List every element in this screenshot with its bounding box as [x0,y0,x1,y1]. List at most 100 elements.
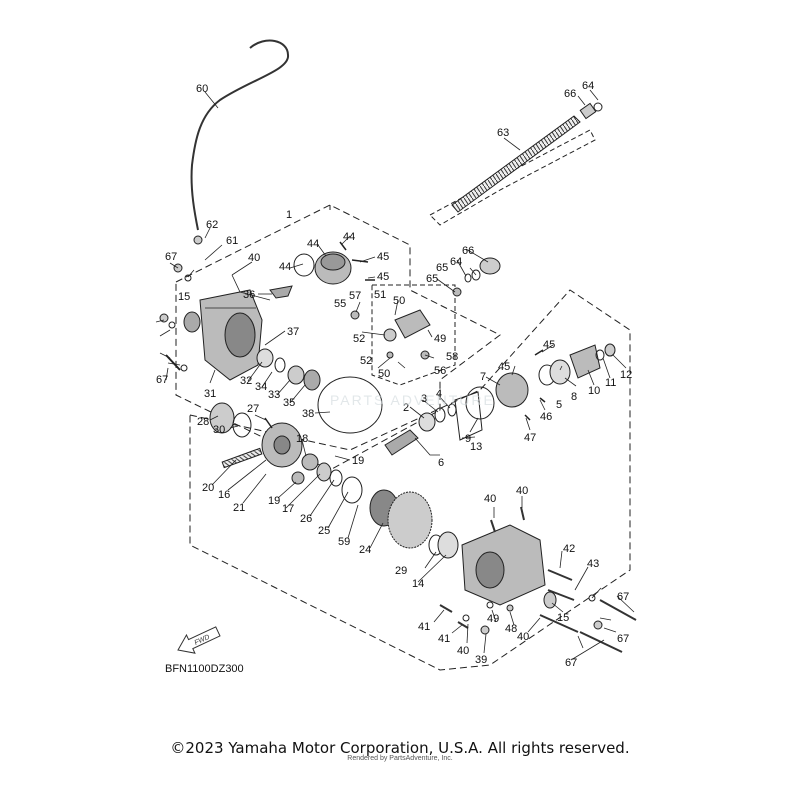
callout-8: 8 [571,391,577,403]
callout-9: 9 [465,433,471,445]
cable-part [190,39,289,231]
bearing-set-part [256,348,321,391]
callout-45: 45 [543,339,555,351]
callout-27: 29 [395,565,407,577]
callout-65: 67 [617,591,629,603]
callout-4: 4 [436,388,442,400]
callout-10: 10 [588,385,600,397]
callout-44: 45 [377,251,389,263]
callout-38: 40 [457,645,469,657]
right-seal-part [543,591,557,609]
upper-housing-part [293,251,352,285]
callout-39: 40 [248,252,260,264]
callout-29: 31 [204,388,216,400]
callout-31: 33 [268,389,280,401]
sub-outlines [371,129,596,386]
small-bolts-part [264,241,546,429]
callout-17: 17 [282,503,294,515]
callout-51: 52 [353,333,365,345]
callout-5: 5 [556,399,562,411]
callout-45: 47 [524,432,536,444]
callout-26: 28 [197,416,209,428]
callout-25: 27 [247,403,259,415]
o-ring-part [317,376,383,434]
callout-48: 49 [434,333,446,345]
callout-18: 18 [296,433,308,445]
callout-16: 16 [218,489,230,501]
callout-64: 67 [617,633,629,645]
shift-fork-part [269,285,293,299]
callout-52: 55 [334,298,346,310]
callout-47: 49 [487,613,499,625]
callout-40: 41 [418,621,430,633]
outline-main-assembly [189,289,631,671]
callout-40: 41 [438,633,450,645]
callout-43: 44 [307,238,319,250]
callout-49: 50 [378,368,390,380]
callout-labels: 60 63 66 64 1 62 61 44 44 45 67 40 44 45… [156,80,632,669]
spider-gear-part [301,453,319,471]
callout-34: 36 [243,289,255,301]
right-flange-part [495,343,616,408]
callout-64: 67 [156,374,168,386]
callout-50: 52 [360,355,372,367]
propeller-shaft-part [451,115,581,213]
callout-32: 34 [255,381,267,393]
callout-62: 66 [462,245,474,257]
callout-35: 37 [287,326,299,338]
callout-50: 51 [374,289,386,301]
callout-13: 13 [470,441,482,453]
callout-40: 40 [484,493,496,505]
callout-45: 45 [498,361,510,373]
bottom-small-parts [462,594,603,635]
callout-56: 61 [226,235,238,247]
watermark: PARTS ADVENTURE [330,392,495,408]
ring-seal-part [209,402,235,434]
parts [159,39,637,653]
callout-6: 6 [438,457,444,469]
callout-41: 42 [563,543,575,555]
callout-44: 45 [377,271,389,283]
callout-46: 48 [505,623,517,635]
callout-1: 1 [286,209,292,221]
yoke-part [350,309,431,360]
callout-60: 65 [436,262,448,274]
callout-66: 67 [165,251,177,263]
callout-58: 63 [497,127,509,139]
callout-59: 64 [582,80,594,92]
callout-14: 14 [412,578,424,590]
diff-case-part [261,422,303,468]
bearing-part [437,531,459,559]
callout-57: 62 [206,219,218,231]
ring-washer-part [232,412,252,438]
main-housing-part [461,524,546,606]
callout-19: 19 [268,495,280,507]
callout-53: 57 [349,290,361,302]
left-housing-part [183,289,263,381]
callout-37: 39 [475,654,487,666]
callout-19: 19 [352,455,364,467]
callout-20: 20 [202,482,214,494]
callout-53: 58 [446,351,458,363]
callout-33: 35 [283,397,295,409]
rendered-by-notice: Rendered by PartsAdventure, Inc. [347,755,453,762]
callout-24: 26 [300,513,312,525]
outline-upper-assembly [175,204,501,471]
assembly-outlines [175,204,631,671]
callout-40: 40 [516,485,528,497]
ring-gear-part [369,489,433,549]
callout-45: 46 [540,411,552,423]
pinion-gear-part [384,429,419,456]
callout-28: 30 [213,424,225,436]
leader-lines [155,89,635,661]
callout-21: 21 [233,502,245,514]
callout-36: 38 [302,408,314,420]
spring-part [221,447,263,469]
callout-55: 60 [196,83,208,95]
side-gear-part [291,471,305,485]
callout-61: 65 [426,273,438,285]
diff-washers-part [316,462,363,504]
callout-41: 43 [587,558,599,570]
callout-15: 15 [178,291,190,303]
